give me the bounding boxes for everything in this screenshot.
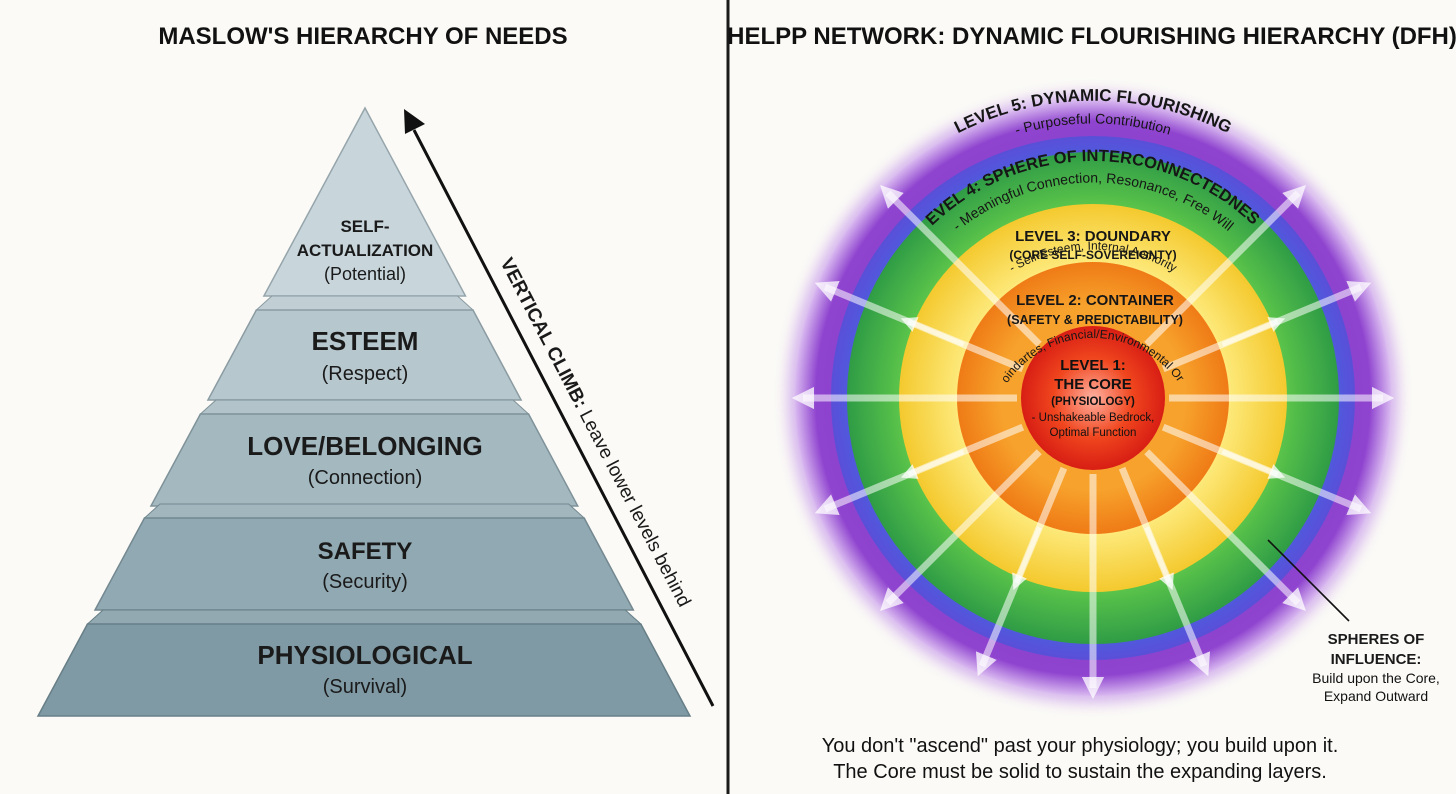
- radiating-arrows: [791, 185, 1395, 700]
- pyramid-tier-sub: (Connection): [308, 467, 423, 489]
- vertical-climb-arrow: [404, 109, 715, 707]
- pyramid-tier: [93, 517, 635, 611]
- caption-line-1: You don't "ascend" past your physiology;…: [822, 735, 1339, 757]
- spheres-of-influence-note: SPHERES OF INFLUENCE: Build upon the Cor…: [1312, 631, 1440, 704]
- influence-leader-line: [1267, 539, 1350, 622]
- core-line-1: LEVEL 1:: [1060, 357, 1126, 374]
- radiating-arrow: [1144, 185, 1306, 347]
- level-2-title: LEVEL 2: CONTAINER: [1016, 292, 1174, 309]
- pyramid-tier-sub: (Survival): [323, 676, 407, 698]
- level-2-title2: (SAFETY & PREDICTABILITY): [1007, 313, 1183, 327]
- level-3-title: LEVEL 3: DOUNDARY: [1015, 228, 1171, 245]
- radiating-arrow: [1144, 526, 1174, 591]
- pyramid-tier-label: SAFETY: [318, 538, 413, 565]
- radiating-arrow: [900, 317, 965, 347]
- radiating-arrow: [880, 185, 1042, 347]
- influence-desc-1: Build upon the Core,: [1312, 670, 1440, 686]
- influence-title-1: SPHERES OF: [1328, 631, 1425, 648]
- pyramid-tier-label: LOVE/BELONGING: [247, 431, 482, 461]
- influence-desc-2: Expand Outward: [1324, 688, 1428, 704]
- pyramid-tier-label: SELF-: [340, 217, 389, 236]
- pyramid-tier-label: ESTEEM: [312, 326, 419, 356]
- pyramid-tier: [206, 309, 523, 401]
- caption-line-2: The Core must be solid to sustain the ex…: [833, 761, 1327, 783]
- core-level-1: [1021, 326, 1165, 470]
- pyramid-tier: [36, 623, 692, 717]
- pyramid-tier-label: PHYSIOLOGICAL: [257, 640, 472, 670]
- radiating-arrow: [1012, 526, 1042, 591]
- influence-title-2: INFLUENCE:: [1331, 651, 1422, 668]
- pyramid-tier-label: ACTUALIZATION: [297, 241, 434, 260]
- pyramid-tier-sub: (Security): [322, 571, 408, 593]
- pyramid-tier-ledge: [199, 399, 530, 415]
- dfh-title: HELPP NETWORK: DYNAMIC FLOURISHING HIERA…: [727, 23, 1456, 50]
- core-desc-1: - Unshakeable Bedrock,: [1032, 412, 1155, 424]
- pyramid-tier-sub: (Respect): [322, 363, 409, 385]
- maslow-panel: MASLOW'S HIERARCHY OF NEEDS SELF- ACTUALI…: [36, 23, 715, 717]
- radiating-arrow: [1221, 449, 1286, 479]
- core-labels: LEVEL 1: THE CORE (PHYSIOLOGY) - Unshake…: [1032, 357, 1155, 439]
- radiating-arrow: [1221, 317, 1286, 347]
- maslow-pyramid: SELF- ACTUALIZATION (Potential) ESTEEM (Resp…: [36, 106, 692, 717]
- radiating-arrow: [900, 449, 965, 479]
- pyramid-tier-ledge: [255, 295, 475, 311]
- core-line-2: THE CORE: [1054, 376, 1132, 393]
- pyramid-tier-ledge: [143, 503, 586, 519]
- pyramid-tier: [149, 413, 579, 507]
- pyramid-tier-sub: (Potential): [324, 264, 406, 284]
- level-3-title2: (CORE SELF-SOVEREIGNTY): [1009, 248, 1176, 262]
- core-small: (PHYSIOLOGY): [1051, 396, 1135, 408]
- radiating-arrow: [1144, 449, 1306, 611]
- maslow-title: MASLOW'S HIERARCHY OF NEEDS: [158, 23, 567, 50]
- pyramid-tier-ledge: [86, 609, 643, 625]
- radiating-arrow: [880, 449, 1042, 611]
- core-desc-2: Optimal Function: [1050, 427, 1137, 439]
